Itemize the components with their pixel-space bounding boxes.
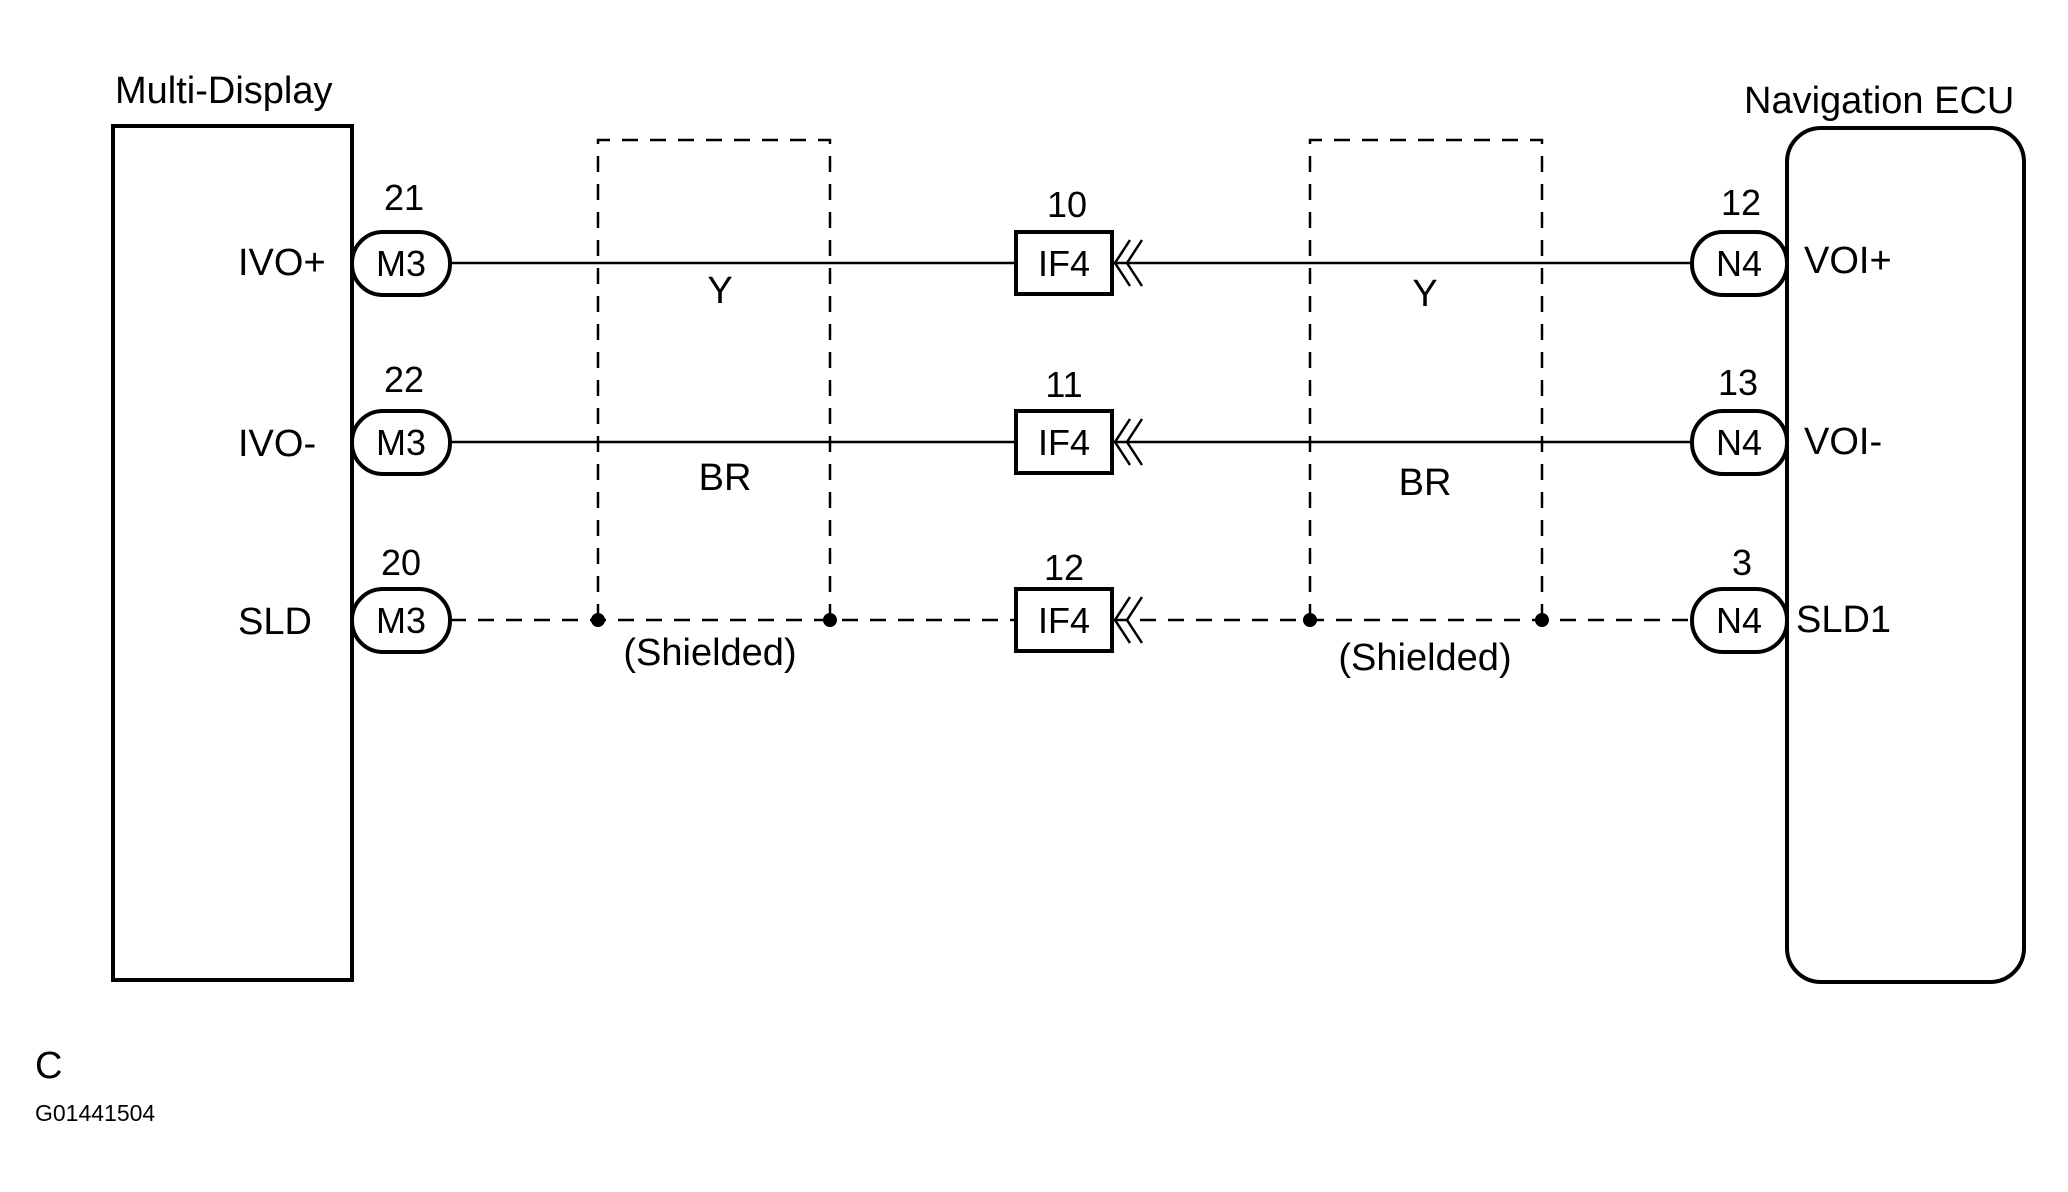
- connector-m3-sld: [350, 587, 452, 654]
- shield-junction-dot: [1303, 613, 1317, 627]
- pin-number: 11: [1045, 364, 1082, 405]
- connector-arrow-icon: [1113, 239, 1144, 287]
- connector-code: M3: [376, 243, 426, 284]
- wire-color-br-right: BR: [1399, 462, 1452, 504]
- pin-number: 13: [1718, 362, 1758, 403]
- navigation-ecu-box: [1785, 126, 2026, 984]
- connector-n4-sld1: [1690, 587, 1789, 654]
- wire-color-y-left: Y: [707, 270, 732, 312]
- connector-code: IF4: [1038, 422, 1090, 463]
- shielded-label-left: (Shielded): [623, 632, 796, 674]
- connector-if4-sld: [1014, 587, 1144, 653]
- pin-number: 10: [1047, 184, 1087, 225]
- connector-n4-voi-plus: [1690, 230, 1789, 297]
- pin-number: 20: [381, 542, 421, 583]
- connector-n4-voi-minus: [1690, 409, 1789, 476]
- pin-number: 22: [384, 359, 424, 400]
- connector-m3-ivo-plus: [350, 230, 452, 297]
- terminal-ivo-minus: IVO-: [238, 423, 316, 465]
- connector-m3-ivo-minus: [350, 409, 452, 476]
- connector-code: N4: [1716, 243, 1762, 284]
- terminal-sld: SLD: [238, 601, 312, 643]
- shielded-label-right: (Shielded): [1338, 637, 1511, 679]
- page-letter: C: [35, 1045, 62, 1087]
- connector-code: N4: [1716, 600, 1762, 641]
- wire-color-br-left: BR: [699, 457, 752, 499]
- connector-code: IF4: [1038, 243, 1090, 284]
- connector-arrow-icon: [1113, 596, 1144, 644]
- connector-code: M3: [376, 600, 426, 641]
- multi-display-box: [111, 124, 354, 982]
- terminal-sld1: SLD1: [1796, 599, 1891, 641]
- pin-number: 3: [1732, 542, 1752, 583]
- multi-display-title: Multi-Display: [115, 70, 332, 112]
- connector-if4-ivo-plus: [1014, 230, 1144, 296]
- wire-color-y-right: Y: [1412, 273, 1437, 315]
- pin-number: 12: [1044, 547, 1084, 588]
- terminal-ivo-plus: IVO+: [238, 242, 326, 284]
- terminal-voi-plus: VOI+: [1804, 240, 1892, 282]
- figure-id: G01441504: [35, 1100, 155, 1126]
- connector-code: N4: [1716, 422, 1762, 463]
- connector-code: IF4: [1038, 600, 1090, 641]
- pin-number: 21: [384, 177, 424, 218]
- terminal-voi-minus: VOI-: [1804, 421, 1882, 463]
- connector-arrow-icon: [1113, 418, 1144, 466]
- shield-junction-dot: [591, 613, 605, 627]
- shield-junction-dot: [1535, 613, 1549, 627]
- connector-if4-ivo-minus: [1014, 409, 1144, 475]
- shield-junction-dot: [823, 613, 837, 627]
- shield-box-right: [1308, 138, 1544, 620]
- pin-number: 12: [1721, 182, 1761, 223]
- navigation-ecu-title: Navigation ECU: [1744, 80, 2014, 122]
- connector-code: M3: [376, 422, 426, 463]
- shield-box-left: [596, 138, 832, 620]
